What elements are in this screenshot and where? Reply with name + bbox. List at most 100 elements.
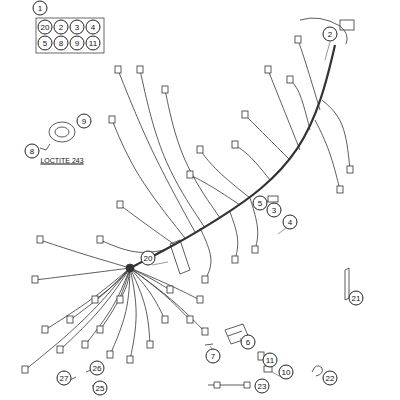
callout-number: 3	[70, 20, 85, 35]
wire	[245, 115, 290, 160]
callout-number: 8	[25, 144, 40, 159]
callout-number: 4	[86, 20, 101, 35]
wire-connector	[32, 276, 38, 283]
wire-connector	[37, 236, 43, 243]
wire-connector	[115, 66, 121, 73]
wire	[165, 90, 220, 218]
wire-connector	[162, 316, 168, 323]
callout-number: 23	[255, 379, 270, 394]
wire-connector	[57, 346, 63, 353]
leader-line	[152, 262, 168, 265]
callout-number: 21	[349, 291, 364, 306]
wire	[290, 80, 310, 130]
wire	[130, 268, 170, 290]
wire-connector	[147, 341, 153, 348]
wire-connector	[202, 276, 208, 283]
wire	[200, 228, 211, 280]
callout-number: 11	[263, 353, 278, 368]
wire-connector	[242, 111, 248, 118]
callout-number: 6	[241, 335, 256, 350]
wire	[230, 212, 238, 260]
wire-connector	[137, 66, 143, 73]
wire	[190, 175, 240, 205]
wire	[110, 268, 130, 355]
callout-number: 22	[323, 371, 338, 386]
wire-connector	[109, 116, 115, 123]
wire	[85, 268, 130, 345]
wire-connector	[252, 246, 258, 253]
wire-connector	[187, 171, 193, 178]
callout-number: 26	[90, 361, 105, 376]
callout-number: 4	[283, 215, 298, 230]
wire	[112, 120, 185, 238]
wire-connector	[197, 296, 203, 303]
wire-connector	[127, 356, 133, 363]
wire-connector	[82, 341, 88, 348]
harness-hub	[126, 264, 134, 272]
callout-number: 3	[267, 203, 282, 218]
wire-connector	[92, 296, 98, 303]
static-parts	[36, 18, 354, 388]
note-text: LOCTITE 243	[39, 157, 84, 164]
wire-connector	[232, 141, 238, 148]
callout-number: 8	[54, 36, 69, 51]
wire-connector	[167, 286, 173, 293]
callout-number: 10	[279, 365, 294, 380]
connector-part	[268, 196, 278, 202]
wire	[95, 268, 130, 300]
wire	[60, 268, 130, 350]
wire	[130, 268, 205, 332]
wire-connector	[22, 366, 28, 373]
callout-number: 7	[206, 349, 221, 364]
wire-connector	[287, 76, 293, 83]
wire-connector	[117, 296, 123, 303]
wire	[130, 268, 200, 300]
callout-number: 2	[323, 27, 338, 42]
wire	[35, 268, 130, 280]
wire	[130, 268, 190, 320]
wire	[140, 70, 205, 228]
wire	[268, 70, 300, 150]
wire	[118, 70, 195, 232]
callout-number: 11	[86, 36, 101, 51]
wire-connector	[97, 236, 103, 243]
callout-number: 9	[77, 114, 92, 129]
callout-number: 5	[253, 196, 268, 211]
wire-connector	[107, 351, 113, 358]
wire	[130, 268, 136, 360]
callout-number: 5	[38, 36, 53, 51]
harness-sleeve	[170, 240, 190, 274]
horn	[49, 122, 75, 142]
leader-line	[278, 228, 286, 234]
wire	[120, 268, 130, 300]
wire	[120, 205, 175, 245]
wire-connector	[347, 166, 353, 173]
wire	[45, 268, 130, 330]
cable	[208, 382, 250, 388]
wire	[200, 150, 250, 198]
wire-connector	[337, 186, 343, 193]
wire	[315, 120, 340, 190]
wire-connector	[67, 316, 73, 323]
screw	[205, 344, 213, 345]
callout-number: 20	[141, 251, 156, 266]
clip	[312, 366, 322, 376]
wire	[235, 145, 270, 180]
wire-connector	[232, 256, 238, 263]
wire-connector	[162, 86, 168, 93]
horn-center	[55, 127, 69, 137]
wire-connector	[202, 328, 208, 335]
horn-bolt	[40, 144, 50, 150]
wire-connector	[295, 36, 301, 43]
wire-connector	[42, 326, 48, 333]
wire	[100, 240, 165, 252]
wire-bundle	[22, 36, 353, 378]
callout-number: 2	[54, 20, 69, 35]
wire	[322, 100, 350, 170]
wire	[25, 268, 130, 370]
wire	[40, 240, 130, 268]
wire	[100, 268, 130, 330]
callout-number: 20	[38, 20, 53, 35]
callout-number: 27	[57, 371, 72, 386]
